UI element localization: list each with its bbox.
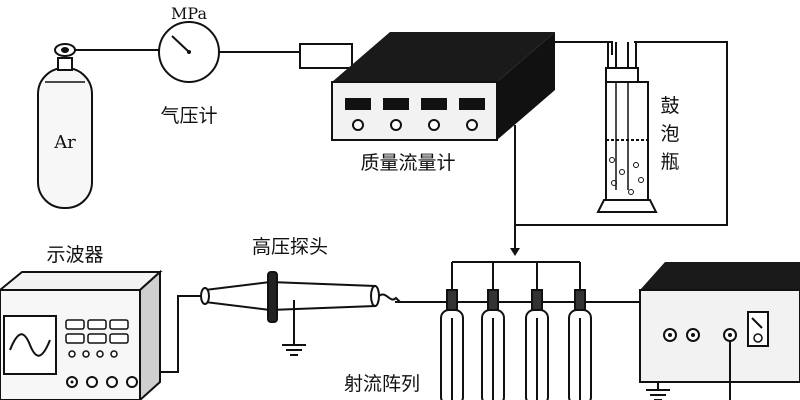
argon-cylinder (37, 43, 93, 209)
hv-probe-label: 高压探头 (252, 236, 328, 258)
hv-power-supply (639, 262, 800, 383)
hv-probe (200, 271, 401, 356)
mass-flow-meter-label: 质量流量计 (360, 152, 455, 174)
bubbler-label-char-1: 鼓 (660, 95, 679, 117)
gauge-unit-label: MPa (171, 4, 207, 23)
jet-tube-3 (525, 289, 549, 400)
bubbler-label-char-3: 瓶 (660, 151, 679, 173)
jet-array-label: 射流阵列 (344, 373, 420, 395)
jet-tube-4 (568, 289, 592, 400)
mass-flow-meter (331, 32, 555, 141)
flow-arrow (510, 248, 520, 256)
meter-inlet-fitting (299, 43, 353, 69)
oscilloscope-label: 示波器 (46, 244, 103, 266)
argon-label: Ar (53, 132, 76, 153)
jet-manifold (451, 261, 581, 292)
bubbler-bottle (596, 42, 658, 213)
pipe-meter-bubbler (555, 41, 613, 55)
oscilloscope (0, 269, 163, 400)
jet-tube-2 (481, 289, 505, 400)
gauge-label: 气压计 (160, 105, 217, 127)
bubbler-label-char-2: 泡 (660, 123, 679, 145)
pressure-gauge (158, 21, 220, 83)
pipe-bubbler-return (515, 41, 728, 226)
jet-tube-1 (440, 289, 464, 400)
wire-probe-scope (160, 295, 201, 373)
supply-ground-symbol (646, 382, 670, 400)
